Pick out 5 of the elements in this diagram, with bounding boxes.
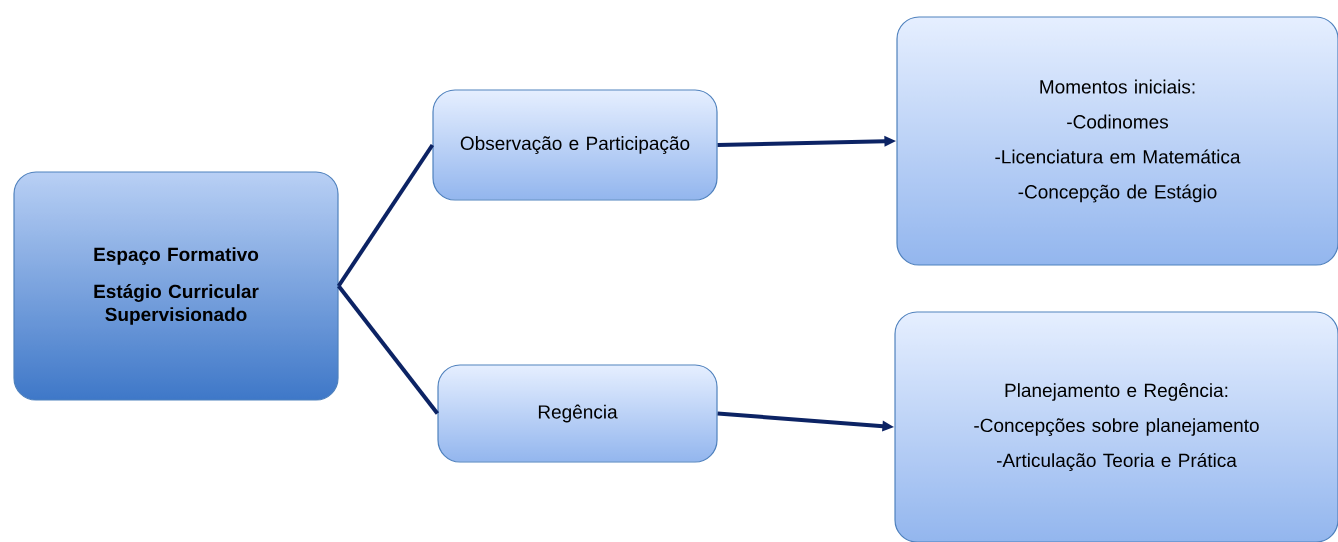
process-box: Observação e Participação <box>432 89 718 201</box>
process-box: Momentos iniciais: -Codinomes -Licenciatura em Matemática -Concepção de Estágio <box>896 16 1338 266</box>
process-box: Planejamento e Regência: -Concepções sobre planejamento -Articulação Teoria e Prática <box>894 311 1338 542</box>
process-box: Espaço Formativo Estágio Curricular Supervisionado <box>13 171 339 401</box>
process-box: Regência <box>437 364 718 463</box>
